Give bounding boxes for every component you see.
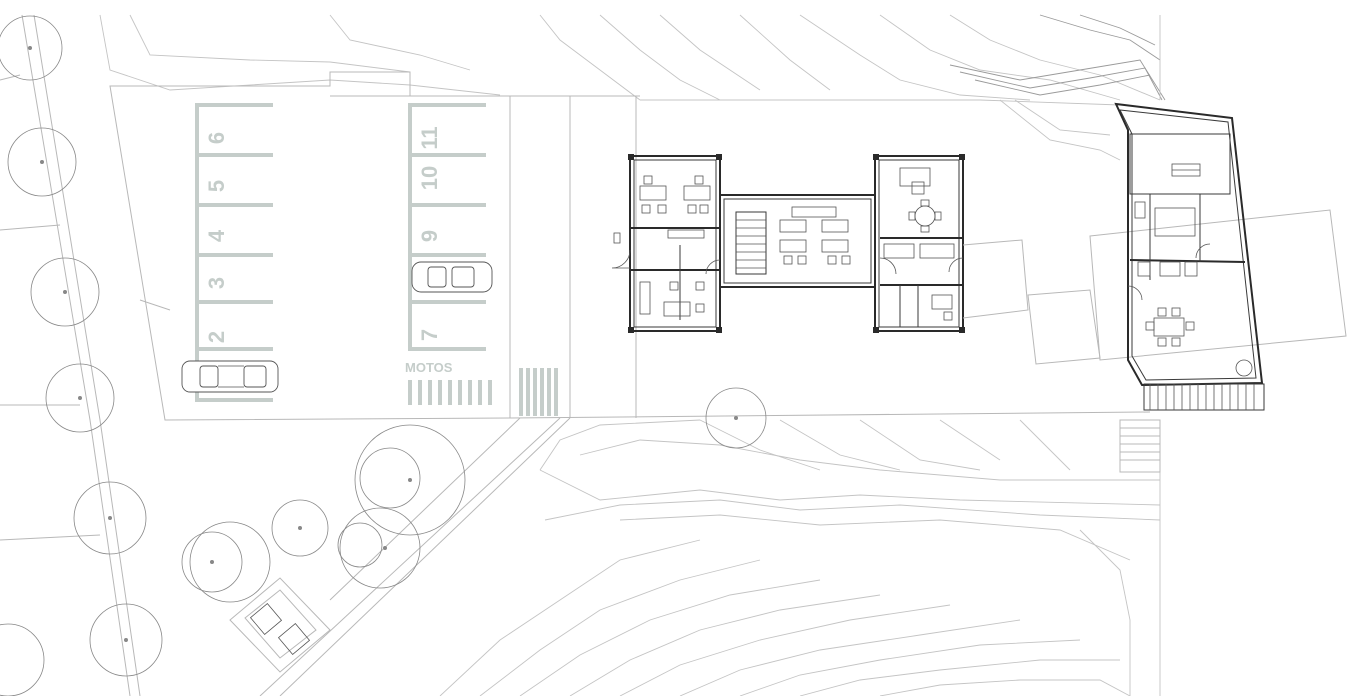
contours-bottom (439, 419, 1161, 696)
parking-lot (109, 71, 1151, 696)
contours-top (99, 14, 1166, 161)
motos-hatch (408, 380, 492, 405)
annex-building (1114, 102, 1265, 473)
motos-label: MOTOS (405, 360, 453, 375)
office-furniture (611, 167, 964, 321)
parking-stalls-right (408, 103, 486, 351)
parking-stalls-left (195, 103, 273, 402)
parking-number-11: 11 (417, 126, 442, 149)
parking-number-9: 9 (417, 230, 442, 242)
crosswalk (519, 368, 558, 416)
parking-number-7: 7 (417, 329, 442, 341)
parking-number-2: 2 (204, 331, 229, 343)
car-2 (411, 261, 493, 293)
parking-number-10: 10 (417, 166, 442, 190)
parking-numbers: 2 3 4 5 6 7 8 9 10 11 MOTOS (204, 126, 453, 375)
road (0, 14, 171, 696)
parking-number-6: 6 (204, 132, 229, 144)
small-structure (229, 577, 331, 673)
canopies (962, 209, 1347, 365)
parking-number-3: 3 (204, 277, 229, 289)
main-building (628, 154, 965, 333)
trees (0, 15, 767, 696)
car-1 (181, 360, 279, 393)
parking-number-5: 5 (204, 180, 229, 192)
parking-number-4: 4 (204, 229, 229, 242)
